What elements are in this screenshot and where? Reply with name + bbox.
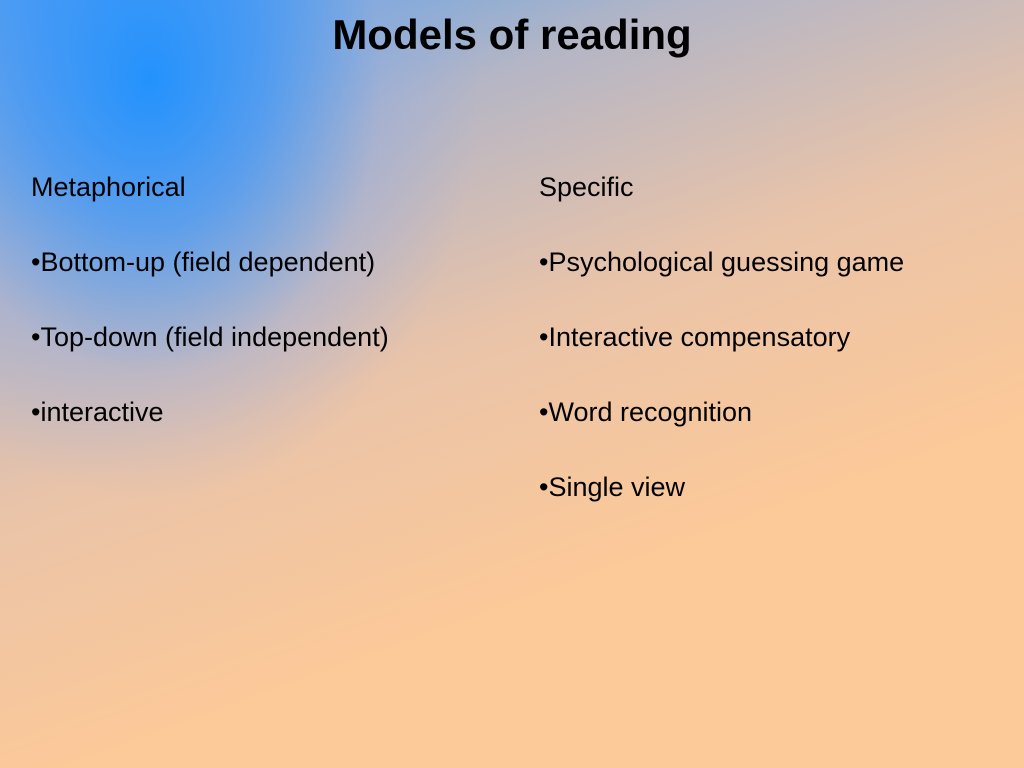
column-specific: Specific •Psychological guessing game •I… [539,168,1009,543]
list-item: •Interactive compensatory [539,322,851,352]
bullet-list: •Bottom-up (field dependent) •Top-down (… [31,243,501,468]
column-metaphorical: Metaphorical •Bottom-up (field dependent… [31,168,501,468]
list-item: •Word recognition [539,397,753,427]
list-item: •Top-down (field independent) [31,322,389,352]
bullet-list: •Psychological guessing game •Interactiv… [539,243,1009,543]
list-item: •Bottom-up (field dependent) [31,247,376,277]
slide-title: Models of reading [332,11,692,58]
list-item: •Psychological guessing game [539,247,905,277]
list-item: •interactive [31,397,164,427]
column-heading: Metaphorical [31,172,186,202]
list-item: •Single view [539,472,686,502]
column-heading: Specific [539,172,634,202]
